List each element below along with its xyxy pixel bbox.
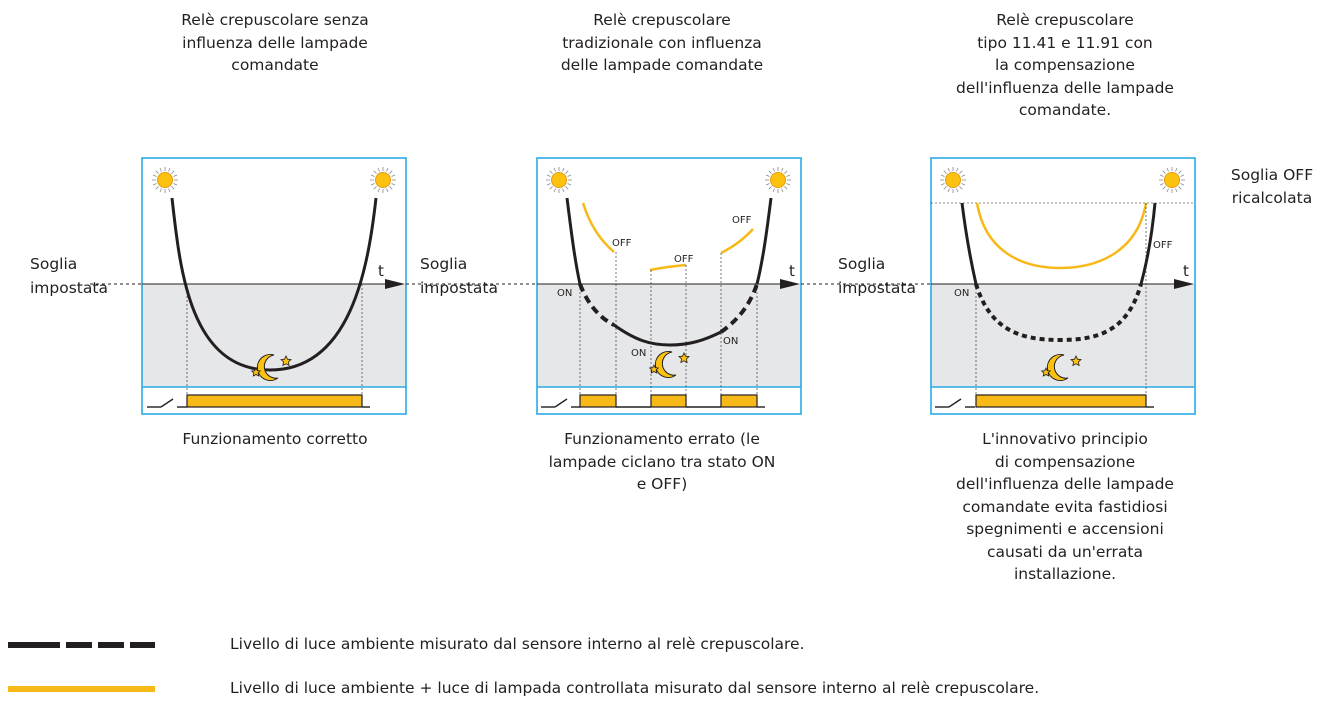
switch-contact-icon: [540, 398, 582, 408]
sun-icon: [939, 166, 967, 194]
threshold-label-3: Soglia impostata: [838, 255, 916, 297]
threshold-label-1: Soglia impostata: [30, 255, 108, 297]
off-label: OFF: [612, 238, 632, 249]
sun-icon: [369, 166, 397, 194]
panel-2-title: Relè crepuscolare tradizionale con influ…: [560, 11, 764, 74]
sun-icon: [545, 166, 573, 194]
panel-3-footer: L'innovativo principio di compensazione …: [956, 430, 1174, 583]
panel-3-title: Relè crepuscolare tipo 11.41 e 11.91 con…: [956, 11, 1174, 119]
on-label: ON: [557, 288, 572, 299]
panel-1-diagram: t: [90, 157, 407, 415]
time-axis-label: t: [378, 262, 384, 280]
time-axis-arrow: [1174, 279, 1194, 289]
on-label: ON: [954, 288, 969, 299]
sun-icon: [764, 166, 792, 194]
time-axis-label: t: [1183, 262, 1189, 280]
panel-frame: [536, 157, 802, 415]
panel-1-footer: Funzionamento corretto: [182, 430, 368, 448]
relay-on-bar: [975, 394, 1147, 408]
time-axis-arrow: [385, 279, 405, 289]
sun-icon: [151, 166, 179, 194]
on-label: ON: [631, 348, 646, 359]
switch-contact-icon: [146, 398, 188, 408]
lamp-light-curve: [720, 228, 754, 255]
ambient-light-curve: [170, 197, 378, 372]
lamp-light-curve: [649, 263, 687, 272]
panel-frame: [930, 157, 1196, 415]
switch-contact-icon: [934, 398, 976, 408]
lamp-light-curve: [975, 202, 1148, 270]
night-zone: [142, 284, 406, 387]
time-axis-arrow: [780, 279, 800, 289]
panel-2-diagram: t ON OFF OFF OFF ON ON: [406, 157, 802, 415]
night-zone: [537, 284, 801, 387]
panel-2-footer: Funzionamento errato (le lampade ciclano…: [548, 430, 776, 493]
time-axis-label: t: [789, 262, 795, 280]
legend: [8, 642, 155, 692]
off-threshold-label: Soglia OFF ricalcolata: [1230, 166, 1314, 207]
panel-3-diagram: t ON OFF: [801, 157, 1196, 415]
legend-text-ambient: Livello di luce ambiente misurato dal se…: [230, 635, 805, 653]
off-label: OFF: [732, 215, 752, 226]
relay-on-bar: [650, 394, 687, 408]
off-label: OFF: [674, 254, 694, 265]
panel-frame: [141, 157, 407, 415]
night-zone: [931, 284, 1195, 387]
relay-on-bar: [186, 394, 363, 408]
panel-1-title: Relè crepuscolare senza influenza delle …: [181, 11, 369, 74]
relay-on-bar: [720, 394, 758, 408]
sun-icon: [1158, 166, 1186, 194]
lamp-light-curve: [581, 202, 615, 253]
on-label: ON: [723, 336, 738, 347]
threshold-label-2: Soglia impostata: [420, 255, 498, 297]
off-label: OFF: [1153, 240, 1173, 251]
legend-text-ambient-plus-lamp: Livello di luce ambiente + luce di lampa…: [230, 679, 1040, 697]
relay-on-bar: [579, 394, 617, 408]
